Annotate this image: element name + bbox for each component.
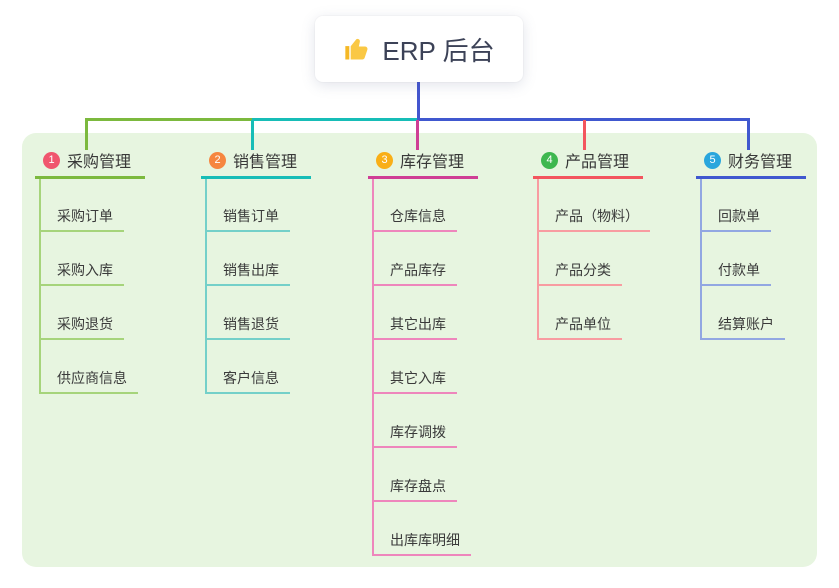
branch-number-badge: 2 xyxy=(209,151,226,169)
drop-line-sales xyxy=(251,120,254,150)
branch-node-inventory[interactable]: 3 库存管理 xyxy=(368,144,479,179)
branch-label: 采购管理 xyxy=(67,154,132,171)
spine-inventory xyxy=(372,179,374,556)
leaf-node[interactable]: 产品（物料） xyxy=(537,202,650,232)
branch-number-badge: 3 xyxy=(376,151,393,169)
leaf-node[interactable]: 销售出库 xyxy=(205,256,290,286)
drop-line-purchase xyxy=(85,118,88,150)
bus-line-right xyxy=(417,118,750,121)
branch-number-badge: 5 xyxy=(704,151,721,169)
branch-label: 产品管理 xyxy=(565,154,630,171)
leaf-node[interactable]: 客户信息 xyxy=(205,364,290,394)
leaf-node[interactable]: 付款单 xyxy=(700,256,771,286)
branch-node-purchase[interactable]: 1 采购管理 xyxy=(35,144,146,179)
branch-label: 库存管理 xyxy=(400,154,465,171)
leaf-node[interactable]: 采购退货 xyxy=(39,310,124,340)
branch-node-sales[interactable]: 2 销售管理 xyxy=(201,144,312,179)
leaf-node[interactable]: 采购入库 xyxy=(39,256,124,286)
spine-product xyxy=(537,179,539,340)
bus-line-sales xyxy=(252,118,419,121)
bus-line-purchase xyxy=(86,118,254,121)
leaf-node[interactable]: 产品库存 xyxy=(372,256,457,286)
branch-number-badge: 4 xyxy=(541,151,558,169)
leaf-node[interactable]: 产品分类 xyxy=(537,256,622,286)
spine-finance xyxy=(700,179,702,339)
thumbs-up-icon xyxy=(343,35,371,63)
leaf-node[interactable]: 出库库明细 xyxy=(372,526,471,556)
leaf-node[interactable]: 库存盘点 xyxy=(372,472,457,502)
leaf-node[interactable]: 销售退货 xyxy=(205,310,290,340)
branch-number-badge: 1 xyxy=(43,151,60,169)
leaf-node[interactable]: 供应商信息 xyxy=(39,364,138,394)
branch-node-product[interactable]: 4 产品管理 xyxy=(533,144,644,179)
branch-label: 财务管理 xyxy=(728,154,793,171)
spine-purchase xyxy=(39,179,41,393)
leaf-node[interactable]: 产品单位 xyxy=(537,310,622,340)
drop-line-product xyxy=(583,120,586,150)
leaf-node[interactable]: 回款单 xyxy=(700,202,771,232)
spine-sales xyxy=(205,179,207,393)
drop-line-inventory xyxy=(416,120,419,150)
leaf-node[interactable]: 结算账户 xyxy=(700,310,785,340)
leaf-node[interactable]: 其它入库 xyxy=(372,364,457,394)
root-connector-line xyxy=(417,82,420,120)
leaf-node[interactable]: 销售订单 xyxy=(205,202,290,232)
branch-label: 销售管理 xyxy=(233,154,298,171)
leaf-node[interactable]: 仓库信息 xyxy=(372,202,457,232)
mindmap-background-panel xyxy=(22,133,817,567)
mindmap-root-node[interactable]: ERP 后台 xyxy=(315,16,523,82)
leaf-node[interactable]: 其它出库 xyxy=(372,310,457,340)
branch-node-finance[interactable]: 5 财务管理 xyxy=(696,144,807,179)
root-label: ERP 后台 xyxy=(382,35,495,66)
leaf-node[interactable]: 采购订单 xyxy=(39,202,124,232)
drop-line-finance xyxy=(747,118,750,150)
leaf-node[interactable]: 库存调拨 xyxy=(372,418,457,448)
